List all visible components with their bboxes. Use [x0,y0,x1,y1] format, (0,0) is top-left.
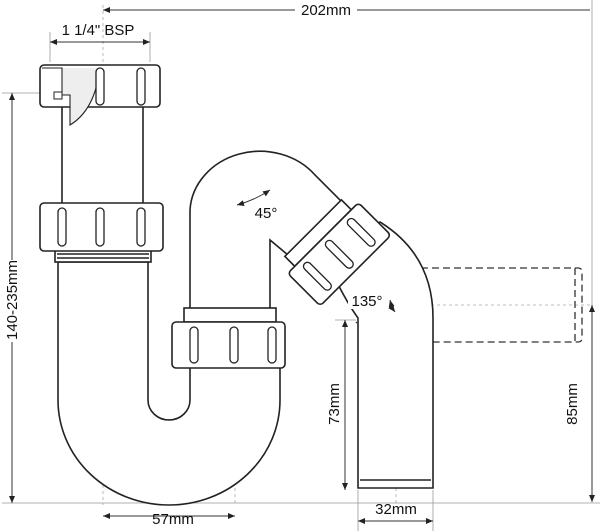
angle-arc-45 [236,189,271,207]
label-outlet-diameter: 32mm [375,501,417,518]
riser-nut [171,307,286,369]
label-offset: 57mm [152,511,194,528]
top-nut [39,64,161,126]
label-height-range: 140-235mm [4,260,21,340]
label-overall-width: 202mm [301,2,351,19]
u-bend [57,261,281,506]
label-angle-45: 45° [255,205,278,222]
outlet-elbow [329,220,434,489]
alternative-outlet-dashed [355,267,583,343]
thread-ring [54,249,152,263]
label-angle-135: 135° [351,293,382,310]
middle-nut [39,202,164,252]
label-thread: 1 1/4" BSP [62,22,135,39]
label-outlet-height: 85mm [564,383,581,425]
riser-bend [189,150,352,311]
angle-arc-135 [388,299,396,313]
label-outlet-length: 73mm [326,383,343,425]
elbow-nut [283,198,391,306]
